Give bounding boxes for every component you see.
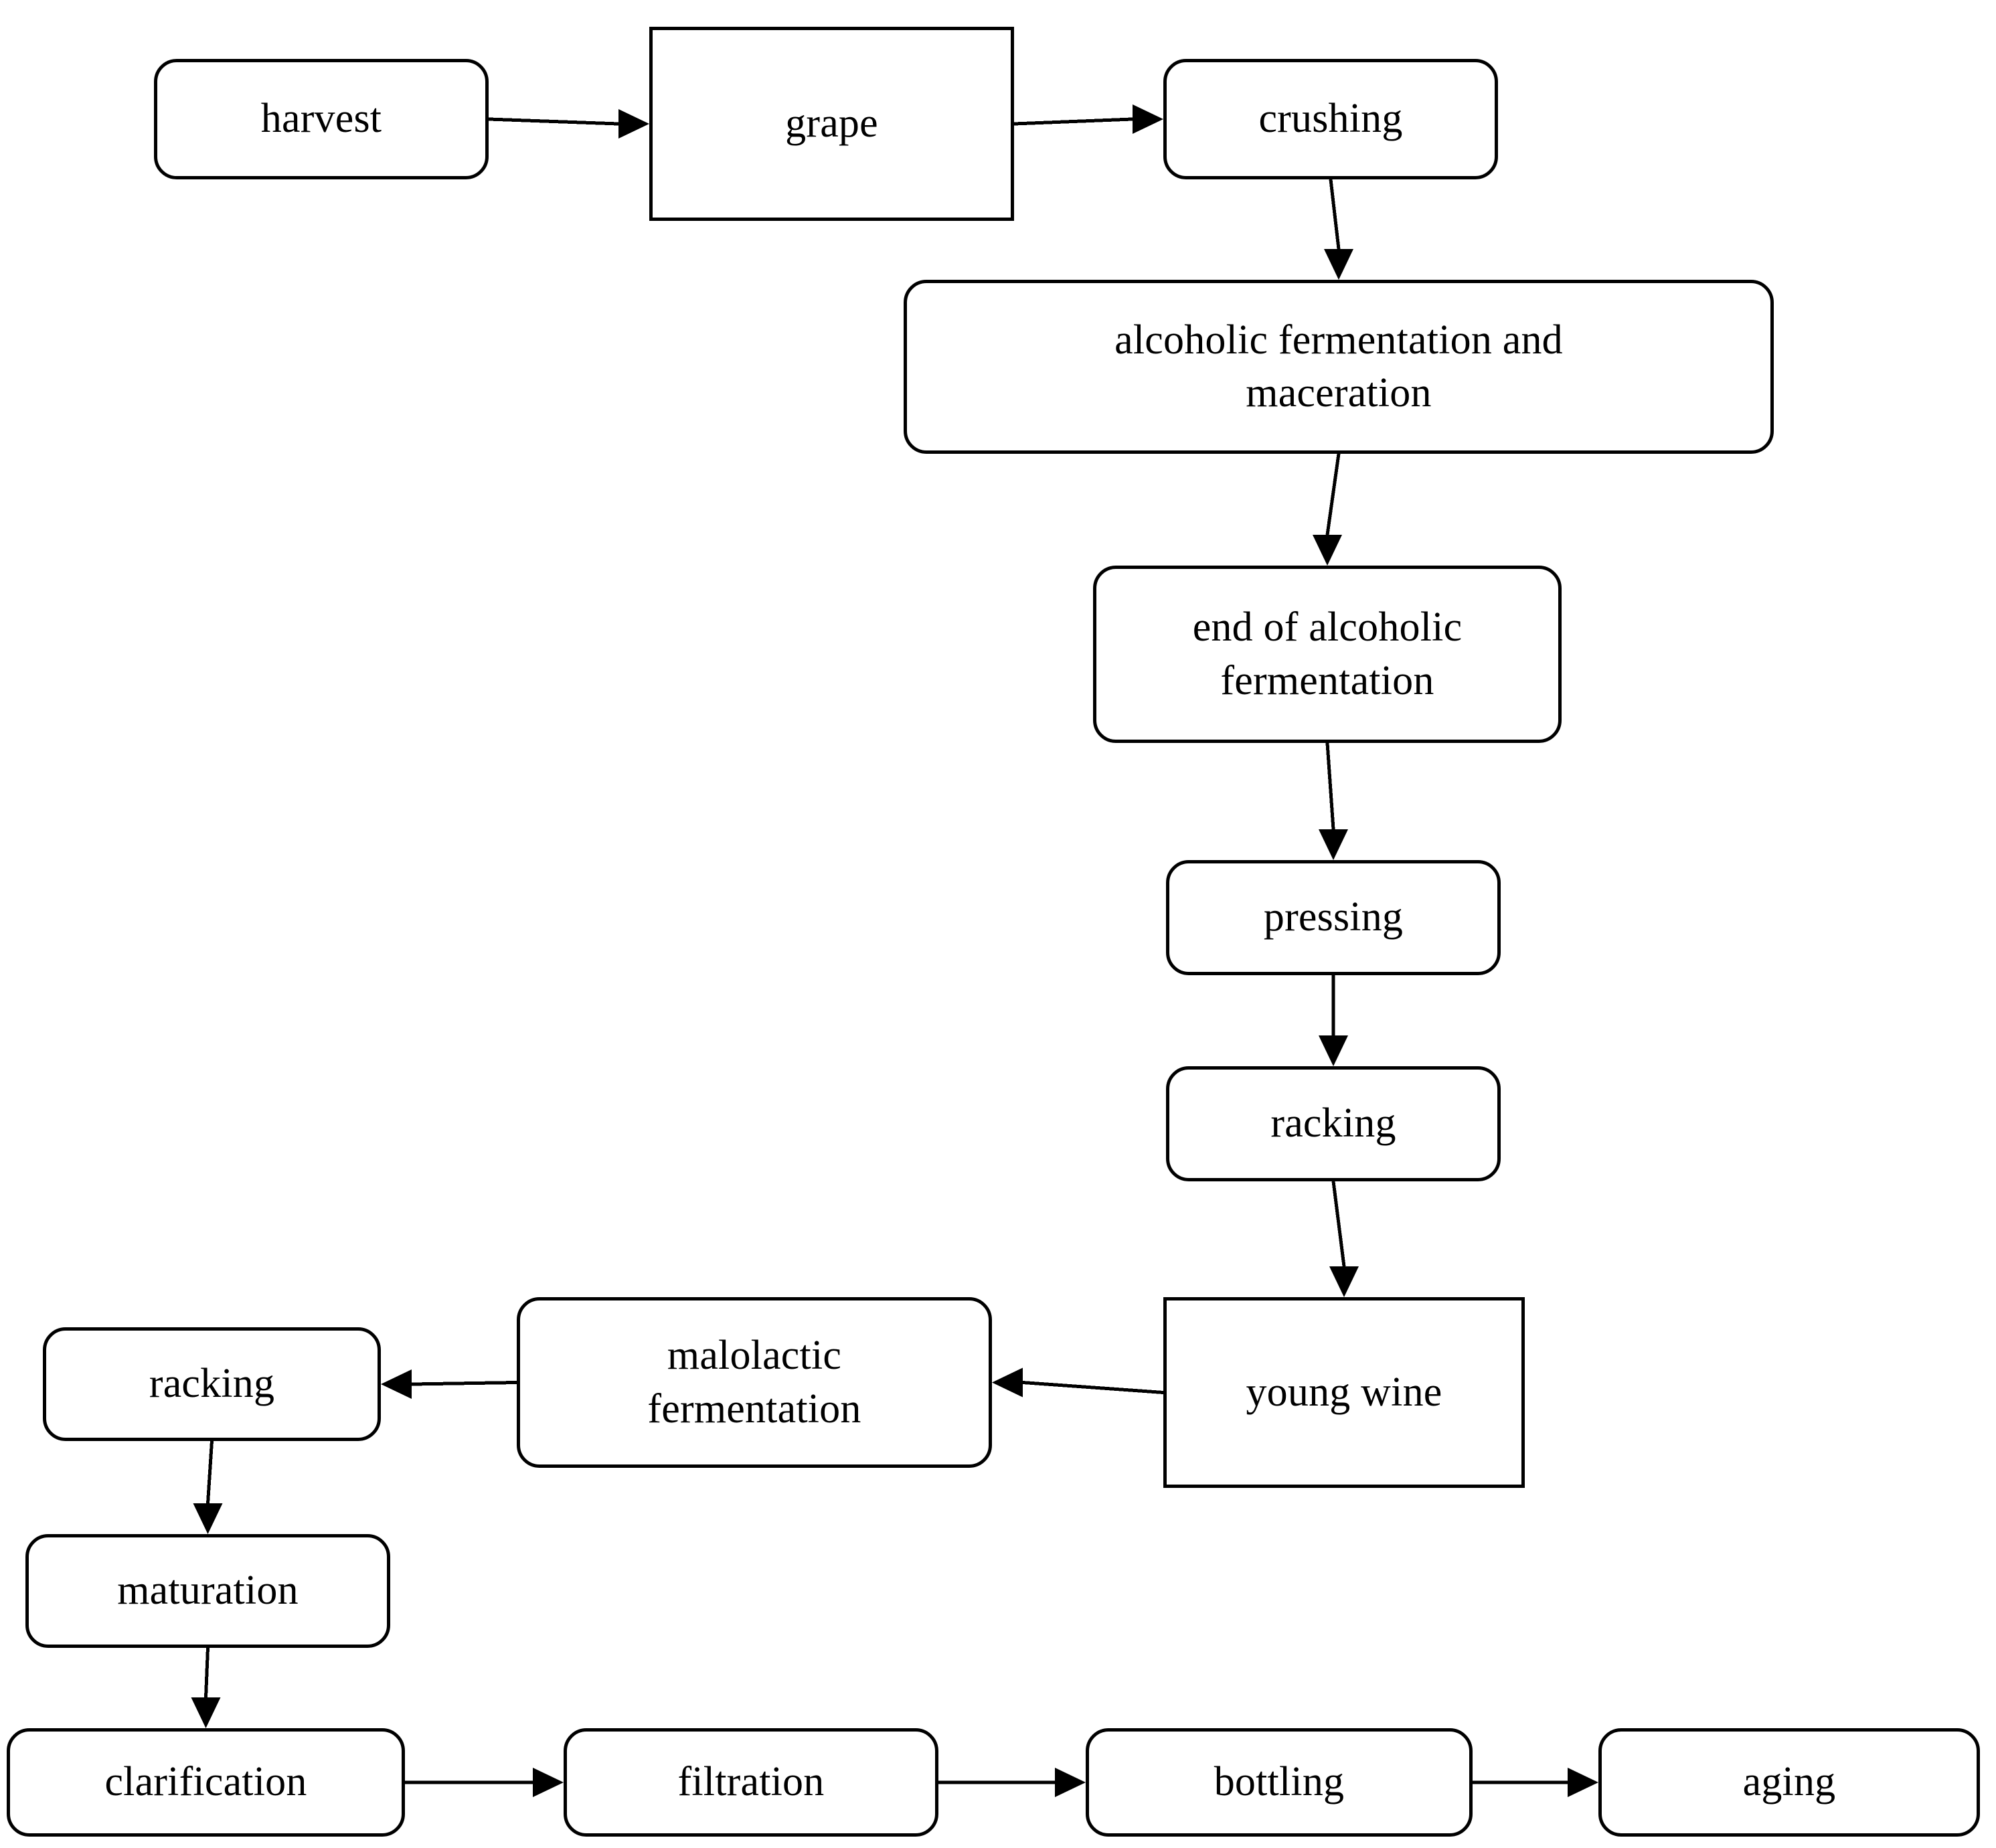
- arrow-grape-to-crushing: [1013, 104, 1163, 134]
- node-label-bottling: bottling: [1214, 1759, 1345, 1805]
- node-label-malolactic-fermentation: malolactic fermentation: [647, 1333, 861, 1432]
- node-label-filtration: filtration: [677, 1759, 825, 1805]
- node-racking-left[interactable]: racking: [43, 1327, 381, 1441]
- arrow-crushing-to-alcoholic: [1324, 179, 1353, 280]
- arrow-young-wine-to-malolactic: [992, 1367, 1164, 1398]
- node-label-crushing: crushing: [1258, 96, 1403, 142]
- arrow-racking-to-young-wine: [1329, 1181, 1359, 1297]
- node-maturation[interactable]: maturation: [25, 1534, 390, 1648]
- node-pressing[interactable]: pressing: [1166, 860, 1501, 975]
- arrow-racking-to-maturation: [193, 1440, 223, 1534]
- node-label-racking-top: racking: [1270, 1100, 1396, 1147]
- node-label-pressing: pressing: [1263, 894, 1404, 940]
- node-label-young-wine: young wine: [1246, 1369, 1442, 1415]
- arrow-clarification-to-filtration: [405, 1768, 564, 1797]
- node-clarification[interactable]: clarification: [7, 1728, 405, 1837]
- node-bottling[interactable]: bottling: [1086, 1728, 1473, 1837]
- node-alcoholic-fermentation[interactable]: alcoholic fermentation and maceration: [904, 280, 1774, 454]
- node-label-racking-left: racking: [149, 1361, 275, 1407]
- arrow-filtration-to-bottling: [938, 1768, 1086, 1797]
- arrow-pressing-to-racking: [1319, 975, 1348, 1066]
- node-harvest[interactable]: harvest: [154, 59, 489, 179]
- node-label-end-of-alcoholic-fermentation: end of alcoholic fermentation: [1192, 604, 1463, 703]
- arrow-end-to-pressing: [1319, 742, 1348, 860]
- node-end-of-alcoholic-fermentation[interactable]: end of alcoholic fermentation: [1093, 566, 1562, 743]
- arrow-alcoholic-to-end: [1313, 453, 1342, 566]
- node-label-aging: aging: [1742, 1759, 1836, 1805]
- node-young-wine[interactable]: young wine: [1163, 1297, 1525, 1488]
- arrow-maturation-to-clarification: [191, 1647, 221, 1728]
- arrow-harvest-to-grape: [488, 109, 649, 139]
- node-malolactic-fermentation[interactable]: malolactic fermentation: [517, 1297, 992, 1468]
- node-label-grape: grape: [785, 100, 878, 147]
- node-racking-top[interactable]: racking: [1166, 1066, 1501, 1181]
- arrow-malolactic-to-racking: [381, 1369, 517, 1399]
- node-label-harvest: harvest: [260, 96, 382, 142]
- node-label-maturation: maturation: [117, 1568, 299, 1614]
- node-label-alcoholic-fermentation: alcoholic fermentation and maceration: [1114, 317, 1563, 416]
- node-aging[interactable]: aging: [1598, 1728, 1980, 1837]
- node-filtration[interactable]: filtration: [564, 1728, 938, 1837]
- arrow-bottling-to-aging: [1473, 1768, 1598, 1797]
- node-grape[interactable]: grape: [649, 27, 1014, 221]
- node-crushing[interactable]: crushing: [1163, 59, 1498, 179]
- node-label-clarification: clarification: [104, 1759, 307, 1805]
